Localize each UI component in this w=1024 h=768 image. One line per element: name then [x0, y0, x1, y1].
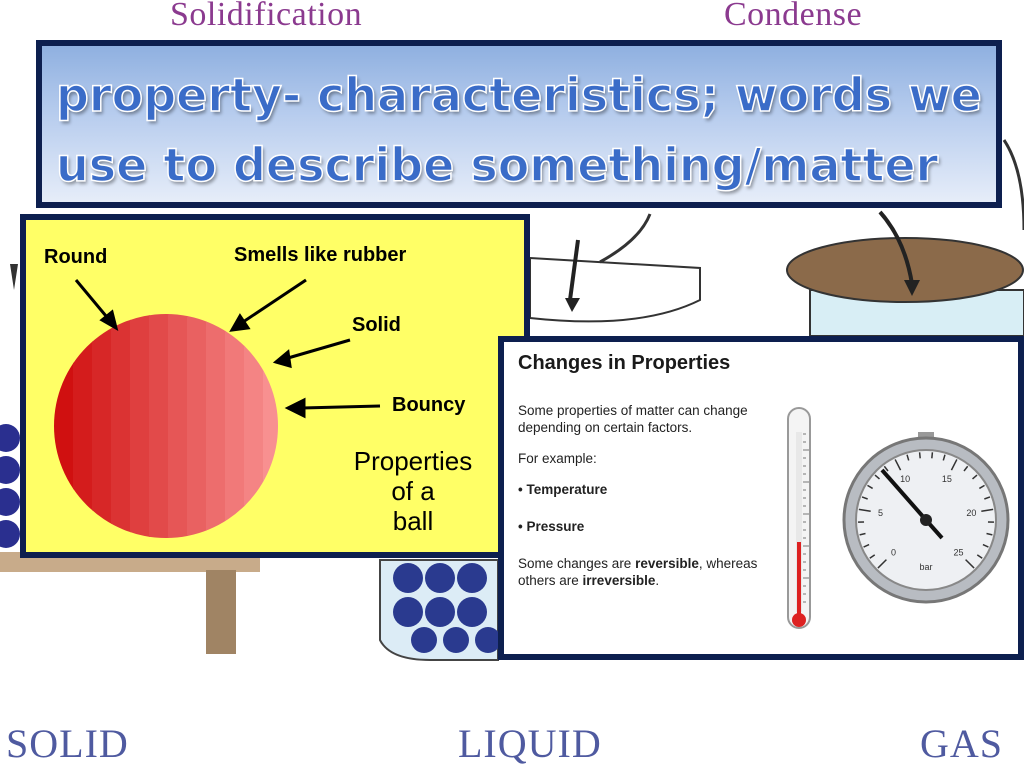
smells-label: Smells like rubber — [234, 244, 407, 266]
ball-band — [92, 314, 112, 538]
ball-band — [225, 314, 245, 538]
solid-particles — [0, 424, 20, 548]
changes-in-properties-panel: 0 5 10 15 20 25 bar Changes in Properties Som… — [498, 336, 1024, 660]
solid-label: SOLID — [6, 721, 129, 766]
gauge-unit: bar — [919, 562, 932, 572]
ball-illustration — [54, 278, 381, 538]
ball-band — [54, 314, 74, 538]
ball-properties-panel: Round Smells like rubber Solid Bouncy Pr… — [20, 214, 530, 558]
liquid-label: LIQUID — [458, 721, 602, 766]
condense-label: Condense — [724, 0, 863, 33]
ball-band — [130, 314, 150, 538]
gauge-tick-label: 25 — [954, 548, 964, 558]
ball-band — [168, 314, 188, 538]
gas-container-lid — [786, 237, 1024, 303]
ball — [54, 314, 278, 538]
liquid-particles — [393, 563, 501, 653]
gauge-tick-label: 0 — [891, 548, 896, 558]
solid-table-leg — [206, 570, 236, 654]
title-line-1: property- characteristics; words we — [55, 67, 982, 123]
solid-property-label: Solid — [352, 314, 401, 336]
ball-band — [73, 314, 93, 538]
ball-band — [111, 314, 131, 538]
solidification-label: Solidification — [170, 0, 363, 33]
ball-band — [206, 314, 226, 538]
ball-band — [244, 314, 264, 538]
example-label: For example: — [518, 451, 597, 466]
bouncy-label: Bouncy — [392, 394, 466, 416]
funnel — [529, 256, 701, 323]
title-line-2: use to describe something/matter — [55, 137, 939, 193]
gauge-tick-label: 5 — [878, 508, 883, 518]
thermometer-icon — [787, 407, 811, 629]
property-arrows — [74, 278, 381, 419]
pressure-gauge-icon: 0 5 10 15 20 25 bar — [842, 432, 1010, 604]
bullet-temperature: • Temperature — [518, 482, 608, 497]
changes-title: Changes in Properties — [518, 352, 731, 374]
ball-band — [187, 314, 207, 538]
instruments-illustration: 0 5 10 15 20 25 bar — [787, 407, 1010, 629]
gauge-needle — [880, 468, 928, 522]
gauge-tick-label: 20 — [966, 508, 976, 518]
ball-caption: Properties of a ball — [353, 446, 473, 536]
round-label: Round — [44, 246, 108, 268]
changes-intro: Some properties of matter can change dep… — [518, 403, 748, 435]
gauge-tick-label: 10 — [900, 474, 910, 484]
gauge-tick-label: 15 — [942, 474, 952, 484]
bullet-pressure: • Pressure — [518, 519, 585, 534]
changes-outro: Some changes are reversible, whereas oth… — [518, 556, 758, 588]
ball-band — [263, 314, 278, 538]
ball-band — [149, 314, 169, 538]
title-banner: property- characteristics; words we use … — [36, 40, 1002, 208]
gas-label: GAS — [920, 721, 1004, 766]
changes-body: Some properties of matter can change dep… — [518, 402, 758, 603]
